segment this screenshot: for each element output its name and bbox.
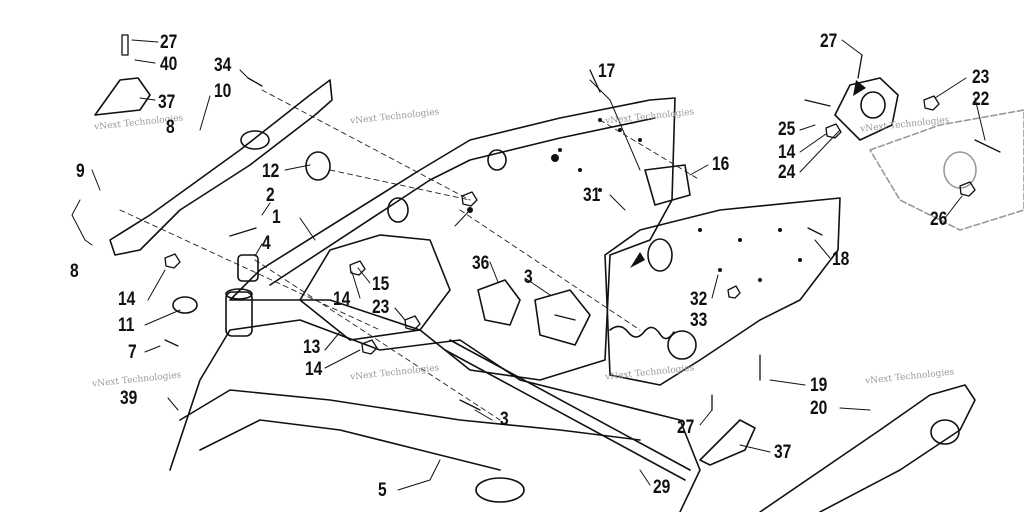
callout-10: 10	[214, 81, 232, 102]
right-panel-wave	[609, 325, 675, 340]
left-panel-cutout	[299, 234, 451, 341]
callout-1: 1	[272, 207, 281, 228]
rear-arm-hole	[930, 419, 960, 445]
callout-39: 39	[120, 388, 138, 409]
callout-29: 29	[653, 477, 671, 498]
callout-7: 7	[128, 342, 137, 363]
assembly-guide-lines	[119, 89, 701, 421]
plate-3	[534, 289, 591, 346]
right-ghost-panel	[869, 109, 1024, 231]
lower-frame-edge	[179, 389, 641, 441]
callout-33: 33	[690, 310, 708, 331]
callout-37: 37	[158, 92, 176, 113]
callout-32: 32	[690, 289, 708, 310]
callout-23: 23	[372, 297, 390, 318]
spacer-4	[237, 254, 259, 282]
top-right-bracket-ring	[860, 91, 886, 119]
callout-19: 19	[810, 375, 828, 396]
callout-20: 20	[810, 398, 828, 419]
upper-bracket-hole	[240, 130, 270, 150]
arrow-marker-top	[853, 80, 866, 96]
bushing-lower	[475, 477, 525, 503]
callout-11: 11	[118, 315, 135, 336]
callout-14: 14	[333, 289, 351, 310]
clamp-11	[172, 296, 198, 314]
nuts	[164, 95, 976, 355]
plate-36	[477, 279, 521, 326]
callout-27: 27	[820, 31, 838, 52]
upper-bracket	[109, 79, 333, 256]
callout-37: 37	[774, 442, 792, 463]
callout-25: 25	[778, 119, 796, 140]
callout-8: 8	[70, 261, 79, 282]
steering-post	[225, 291, 253, 337]
panel-big-hole-3	[667, 330, 697, 360]
callout-36: 36	[472, 253, 490, 274]
right-ghost-hole	[943, 151, 977, 189]
callout-13: 13	[303, 337, 321, 358]
mount-plate-top-left	[94, 77, 151, 116]
bulkhead-inner	[199, 419, 501, 471]
callout-leaders	[71, 39, 986, 491]
top-right-bracket	[834, 77, 899, 141]
bushing-12	[305, 151, 331, 181]
callout-27: 27	[160, 32, 178, 53]
rear-arm	[759, 384, 976, 512]
callout-17: 17	[598, 61, 616, 82]
panel-big-hole-2	[647, 238, 673, 272]
panel-holes	[467, 118, 802, 282]
callout-16: 16	[712, 154, 730, 175]
callout-3: 3	[524, 267, 533, 288]
cross-shaft-lower	[444, 349, 686, 481]
callout-40: 40	[160, 54, 178, 75]
left-panel-rib	[269, 117, 656, 286]
cross-shaft	[449, 339, 691, 471]
callout-3: 3	[500, 409, 509, 430]
callout-14: 14	[118, 289, 136, 310]
callout-5: 5	[378, 480, 387, 501]
callout-12: 12	[262, 161, 280, 182]
callout-9: 9	[76, 161, 85, 182]
right-side-panel	[604, 197, 841, 386]
mount-plate-bottom-right	[699, 419, 756, 466]
callout-23: 23	[972, 67, 990, 88]
arrow-marker-mid	[630, 252, 645, 268]
callout-31: 31	[583, 185, 601, 206]
callout-14: 14	[305, 359, 323, 380]
panel-big-hole-4	[387, 197, 409, 223]
callout-14: 14	[778, 142, 796, 163]
callout-26: 26	[930, 209, 948, 230]
steering-post-top	[225, 288, 253, 300]
front-bulkhead	[169, 319, 701, 512]
callout-15: 15	[372, 274, 390, 295]
callout-27: 27	[677, 417, 695, 438]
callout-18: 18	[832, 249, 850, 270]
callout-34: 34	[214, 55, 232, 76]
callout-24: 24	[778, 162, 796, 183]
bolts	[121, 34, 1001, 411]
callout-4: 4	[262, 233, 271, 254]
panel-big-hole-1	[487, 149, 507, 171]
plate-16	[644, 164, 691, 206]
callout-22: 22	[972, 89, 990, 110]
callout-8: 8	[166, 117, 175, 138]
callout-2: 2	[266, 185, 275, 206]
